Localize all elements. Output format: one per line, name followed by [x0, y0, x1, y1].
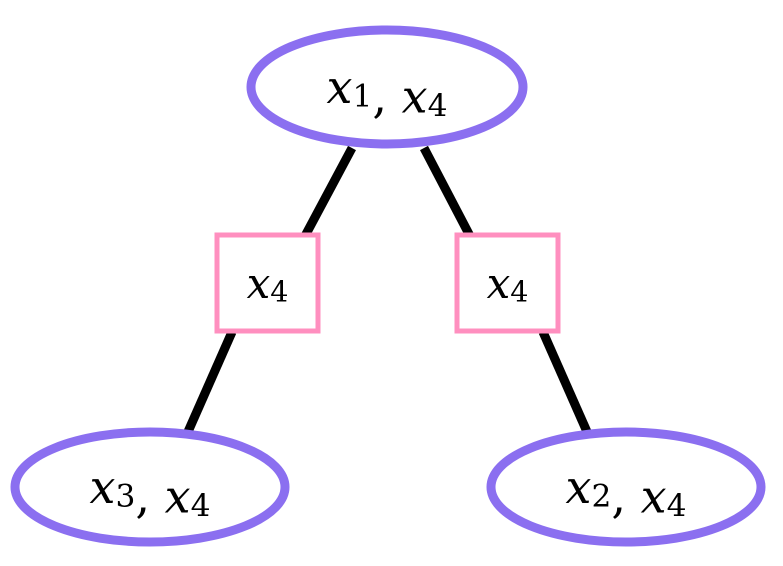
clique-node-root[interactable]: x1, x4 [246, 25, 528, 149]
clique-left-label: x3, x4 [90, 460, 211, 524]
separator-right-box[interactable] [454, 232, 561, 334]
separator-node-left[interactable]: x4 [214, 232, 321, 334]
clique-node-left[interactable]: x3, x4 [10, 427, 290, 547]
edges-layer [182, 145, 593, 436]
clique-right-label: x2, x4 [566, 460, 687, 524]
clique-nodes-layer: x1, x4 x3, x4 x2, x4 [10, 25, 766, 547]
edge-separator-left-to-clique-left [182, 330, 237, 436]
separator-left-label: x4 [247, 259, 289, 309]
clique-root-ellipse[interactable] [246, 25, 528, 149]
separator-left-box[interactable] [214, 232, 321, 334]
edge-root-to-separator-right [420, 145, 474, 239]
separator-node-right[interactable]: x4 [454, 232, 561, 334]
clique-right-ellipse[interactable] [486, 427, 766, 547]
clique-root-label: x1, x4 [327, 60, 448, 124]
separator-right-label: x4 [487, 259, 529, 309]
separator-nodes-layer: x4 x4 [214, 232, 561, 334]
clique-left-ellipse[interactable] [10, 427, 290, 547]
edge-root-to-separator-left [301, 145, 356, 239]
edge-separator-right-to-clique-right [538, 330, 593, 436]
clique-node-right[interactable]: x2, x4 [486, 427, 766, 547]
